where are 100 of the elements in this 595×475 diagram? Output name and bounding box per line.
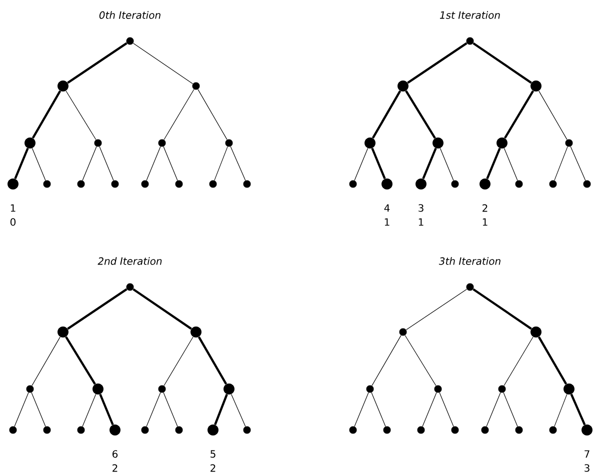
tree-node-dot: [92, 384, 104, 394]
tree-node-dot: [564, 384, 574, 394]
tree-node-dot: [126, 37, 134, 45]
tree-node-dot: [349, 426, 357, 434]
tree-edge: [404, 335, 436, 386]
tree-node-dot: [158, 139, 166, 147]
leaf-label: 1: [418, 218, 424, 226]
tree-edge: [231, 394, 246, 427]
tree-edge: [164, 336, 194, 386]
tree-edge: [163, 146, 178, 181]
tree-edge: [132, 288, 192, 330]
iteration-title: 1st Iteration: [440, 11, 500, 19]
leaf-label: 3: [584, 464, 590, 472]
tree-node-dot: [175, 180, 183, 188]
tree-node-dot: [192, 82, 200, 90]
tree-edge: [132, 42, 194, 84]
tree-node-dot: [383, 426, 391, 434]
tree-edge: [503, 392, 518, 427]
tree-node-dot: [466, 37, 474, 45]
leaf-label: 6: [112, 450, 118, 458]
tree-node-dot: [9, 426, 17, 434]
tree-edge: [32, 336, 60, 386]
tree-edge: [570, 394, 586, 426]
tree-node-dot: [366, 385, 374, 393]
tree-edge: [371, 392, 386, 427]
tree-edge: [354, 148, 368, 181]
tree-node-dot: [175, 426, 183, 434]
tree-node-dot: [225, 139, 233, 147]
tree-node-dot: [399, 328, 407, 336]
tree-edge: [371, 148, 386, 180]
tree-node-dot: [481, 426, 489, 434]
leaf-label: 1: [482, 218, 488, 226]
tree-node-dot: [496, 138, 508, 148]
tree-edge: [538, 90, 568, 140]
tree-node-dot: [480, 178, 490, 190]
tree-node-dot: [530, 326, 542, 338]
tree-node-dot: [190, 326, 202, 338]
leaf-label: 1: [384, 218, 390, 226]
tree-edge: [406, 288, 468, 330]
leaf-label: 2: [482, 204, 488, 212]
tree-edge: [198, 336, 228, 385]
iteration-title: 3th Iteration: [438, 257, 500, 265]
tree-edge: [554, 394, 568, 427]
tree-edge: [32, 90, 62, 139]
tree-edge: [504, 148, 518, 181]
tree-node-dot: [498, 385, 506, 393]
tree-node-dot: [398, 80, 408, 92]
leaf-label: 5: [210, 450, 216, 458]
tree-edge: [440, 148, 454, 181]
tree-node-dot: [243, 180, 251, 188]
tree-node-dot: [364, 138, 376, 148]
tree-edge: [422, 148, 437, 180]
tree-node-dot: [58, 326, 68, 338]
tree-edge: [372, 90, 402, 139]
tree-node-dot: [58, 80, 68, 92]
leaf-label: 4: [384, 204, 390, 212]
tree-edge: [99, 146, 114, 181]
tree-edge: [472, 42, 532, 84]
tree-edge: [486, 148, 501, 180]
tree-edge: [504, 90, 534, 139]
tree-node-dot: [77, 180, 85, 188]
tree-edge: [407, 42, 468, 84]
tree-node-dot: [158, 385, 166, 393]
tree-node-dot: [515, 426, 523, 434]
tree-edge: [67, 288, 128, 330]
leaf-label: 3: [418, 204, 424, 212]
tree-node-dot: [530, 80, 542, 92]
tree-edge: [82, 146, 97, 181]
tree-edge: [570, 146, 586, 181]
tree-node-dot: [141, 180, 149, 188]
tree-node-dot: [549, 180, 557, 188]
tree-edge: [66, 90, 96, 140]
tree-node-dot: [26, 385, 34, 393]
tree-edge: [554, 146, 568, 181]
tree-edge: [99, 394, 114, 426]
tree-edge: [14, 392, 29, 427]
tree-node-dot: [515, 180, 523, 188]
iteration-title: 2nd Iteration: [98, 257, 162, 265]
tree-node-dot: [24, 138, 36, 148]
tree-node-dot: [243, 426, 251, 434]
tree-edge: [538, 336, 568, 385]
tree-edge: [504, 336, 534, 386]
tree-edge: [31, 392, 46, 427]
tree-node-dot: [549, 426, 557, 434]
iteration-title: 0th Iteration: [99, 11, 160, 19]
tree-edge: [164, 89, 194, 140]
tree-node-dot: [208, 424, 218, 436]
tree-node-dot: [43, 180, 51, 188]
tree-edge: [486, 392, 501, 427]
tree-edge: [214, 394, 228, 426]
tree-node-dot: [565, 139, 573, 147]
tree-edge: [146, 392, 161, 427]
tree-node-dot: [141, 426, 149, 434]
tree-edge: [163, 392, 178, 427]
tree-edge: [65, 336, 96, 385]
tree-edge: [354, 392, 369, 427]
tree-node-dot: [451, 180, 459, 188]
tree-node-dot: [126, 283, 134, 291]
tree-edge: [14, 148, 29, 180]
tree-node-dot: [349, 180, 357, 188]
